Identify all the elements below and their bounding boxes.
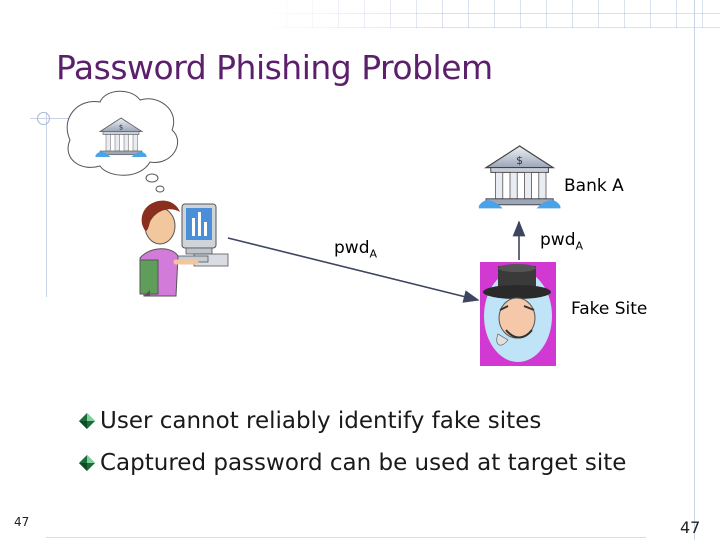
fake-site-label: Fake Site	[571, 299, 648, 319]
list-item: User cannot reliably identify fake sites	[78, 400, 626, 442]
password-label-right: pwdA	[540, 230, 584, 253]
password-label-left: pwdA	[334, 238, 378, 261]
page-number: 47	[14, 515, 30, 529]
fake-site-villain-icon	[480, 262, 556, 366]
footer-rule	[46, 537, 646, 538]
bullet-text: User cannot reliably identify fake sites	[100, 408, 542, 434]
user-at-computer-icon	[139, 200, 229, 297]
header-grid-decoration	[260, 0, 720, 28]
list-item: Captured password can be used at target …	[78, 442, 626, 484]
bullet-text: Captured password can be used at target …	[100, 450, 627, 476]
corner-circle-mark	[37, 112, 50, 125]
svg-text:$: $	[516, 154, 523, 167]
left-vertical-rule	[46, 112, 47, 297]
bank-icon: $	[95, 117, 147, 157]
page-number: 47	[680, 518, 701, 537]
bank-icon: $	[478, 145, 561, 209]
slide-title: Password Phishing Problem	[56, 48, 493, 87]
arrow-icon	[227, 237, 480, 303]
bullet-icon	[79, 413, 95, 429]
thought-bubble-icon: $	[66, 90, 178, 193]
bank-a-label: Bank A	[564, 176, 624, 196]
bullet-list: User cannot reliably identify fake sites…	[78, 400, 626, 484]
svg-text:$: $	[119, 123, 123, 131]
right-vertical-rule	[694, 0, 695, 540]
bullet-icon	[79, 455, 95, 471]
